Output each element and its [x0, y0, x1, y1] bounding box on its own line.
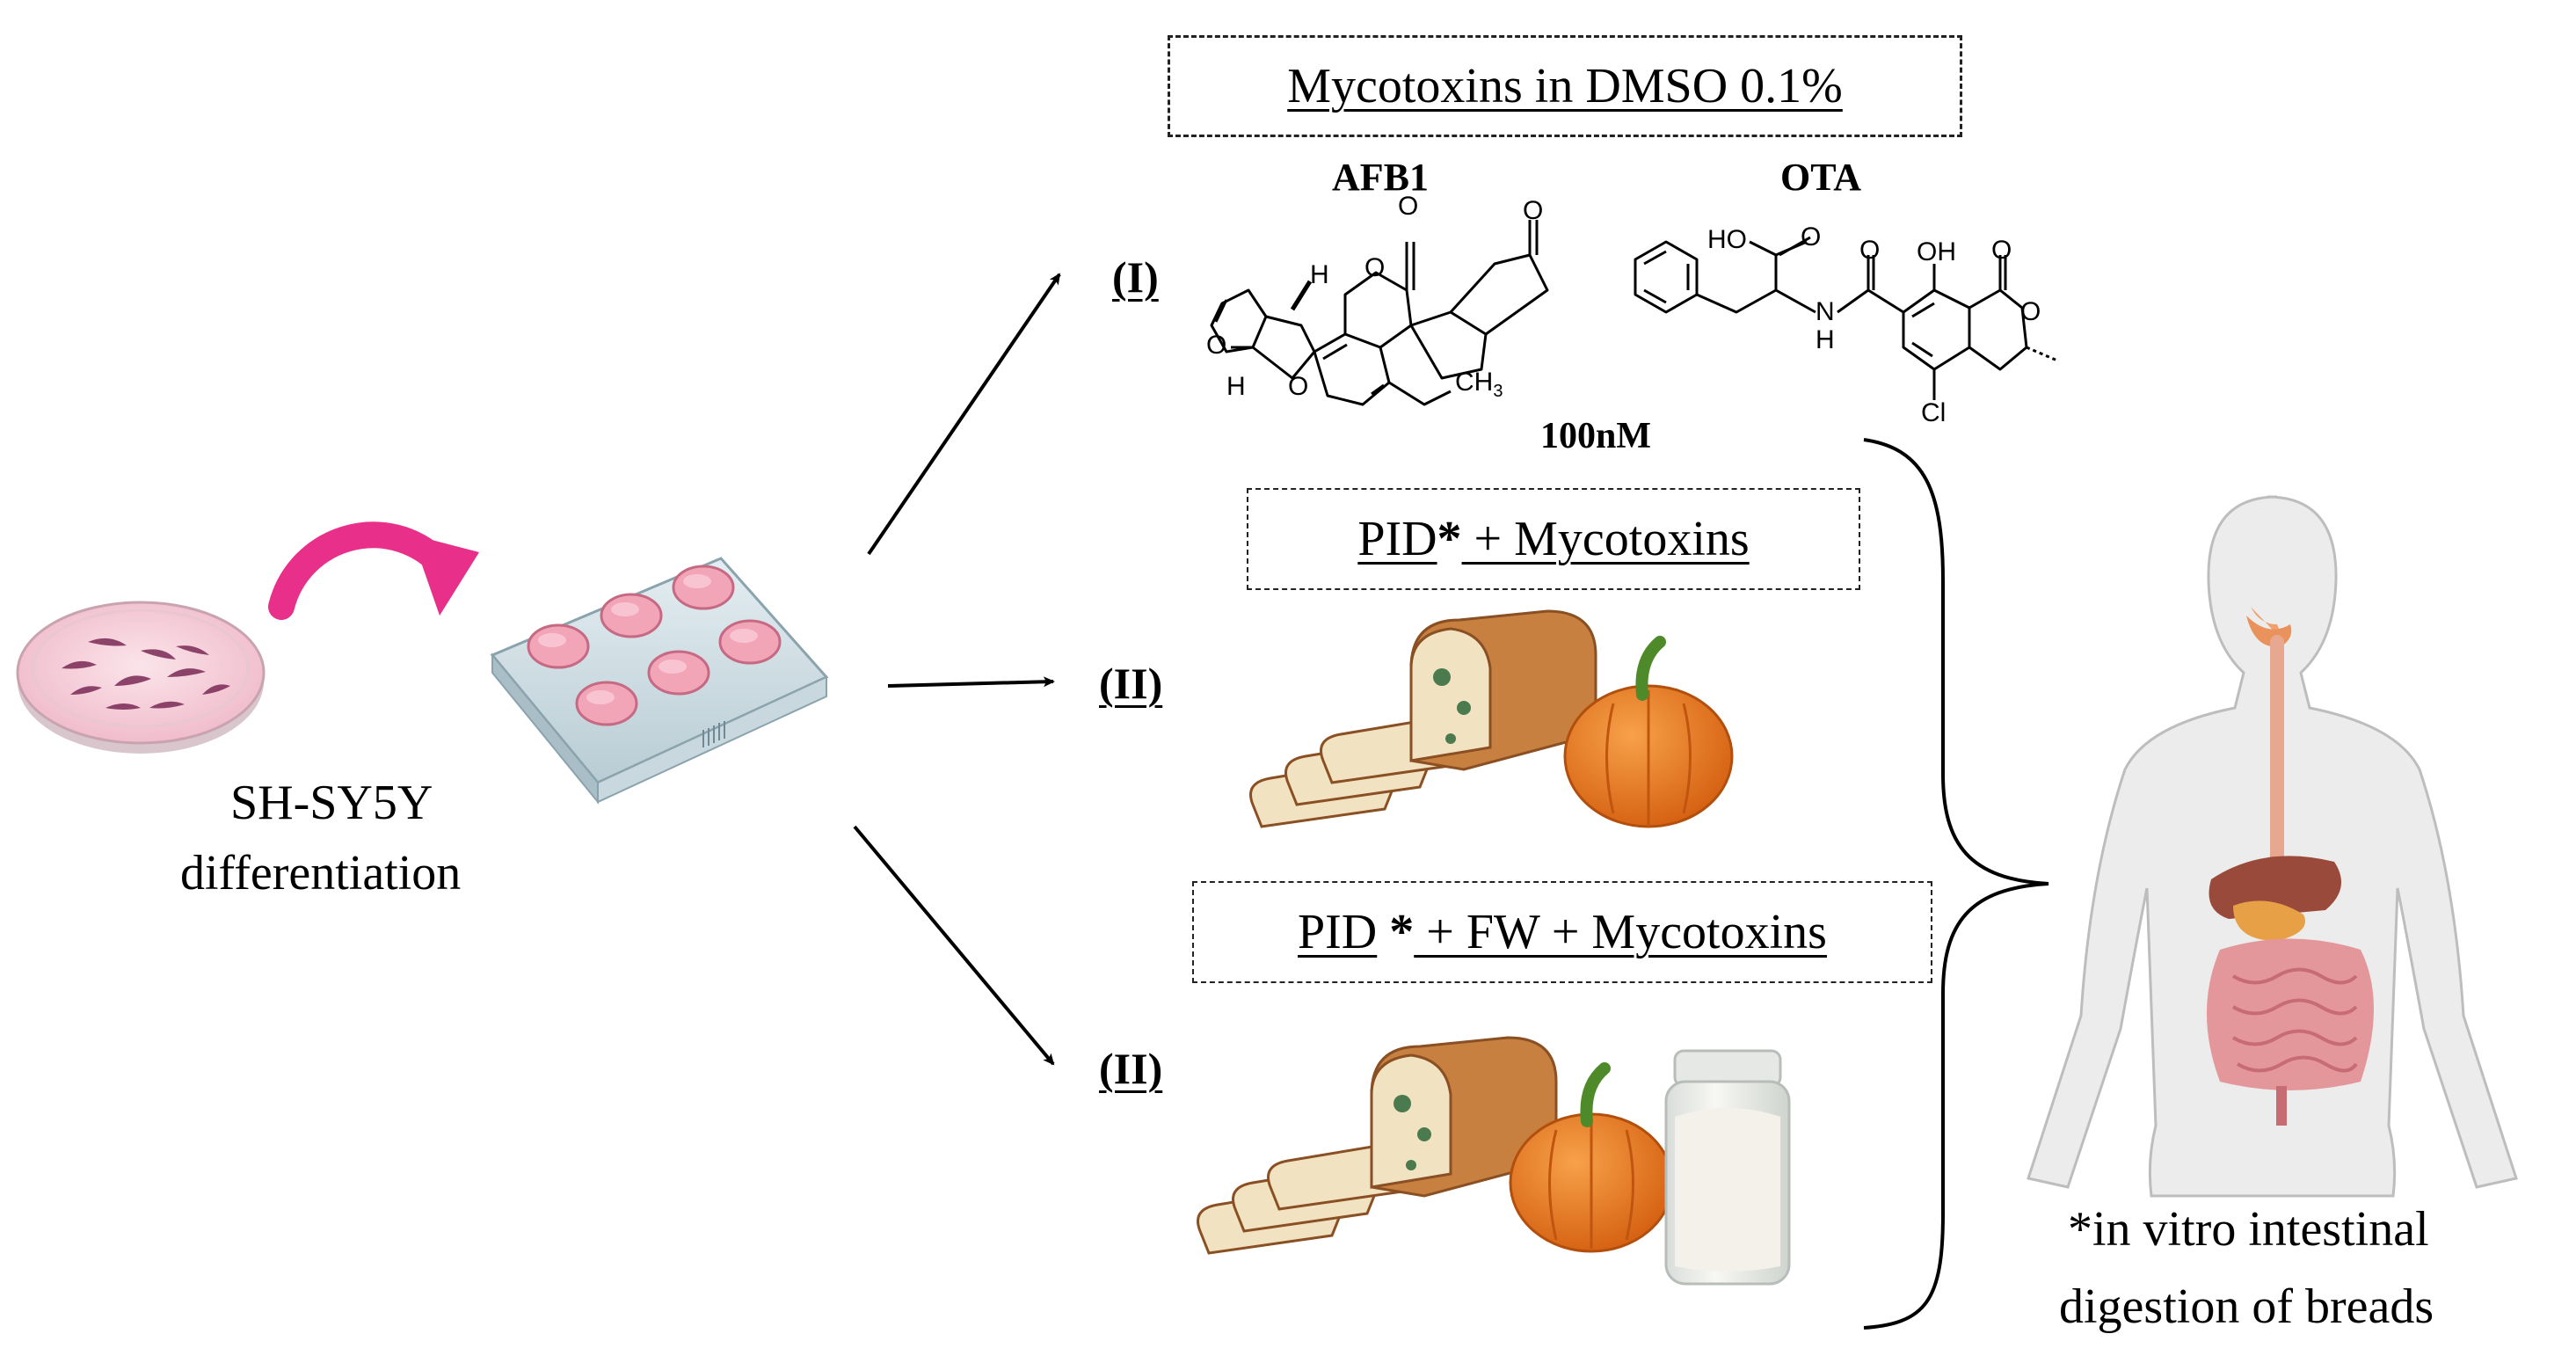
afb1-atom-o4: O: [1206, 331, 1227, 360]
ota-atom-o-amide: O: [1859, 236, 1881, 265]
condition-2-pid: PID: [1357, 512, 1437, 566]
cell-line-sublabel: differentiation: [180, 846, 462, 900]
afb1-atom-o5: O: [1288, 372, 1309, 401]
condition-1-numeral: (I): [1112, 252, 1159, 302]
condition-3-box: PID * + FW + Mycotoxins: [1192, 881, 1932, 983]
afb1-atom-o3: O: [1364, 253, 1386, 282]
well-plate-icon: [490, 557, 829, 805]
mycotoxins-box: Mycotoxins in DMSO 0.1%: [1168, 35, 1962, 137]
condition-2-numeral: (II): [1099, 659, 1163, 708]
condition-2-box: PID* + Mycotoxins: [1247, 488, 1860, 590]
condition-3-rest: + FW + Mycotoxins: [1414, 905, 1827, 959]
condition-3-numeral: (II): [1099, 1044, 1163, 1093]
cell-line-label: SH-SY5Y: [230, 776, 433, 830]
bread-pumpkin-flour-icon: [1197, 1036, 1791, 1286]
branch-arrows: [853, 273, 1061, 1066]
afb1-atom-h1: H: [1310, 260, 1329, 289]
condition-2-rest: + Mycotoxins: [1461, 512, 1750, 566]
afb1-atom-o2: O: [1523, 196, 1544, 225]
ota-atom-h: H: [1816, 325, 1835, 354]
petri-dish-icon: [16, 601, 266, 754]
afb1-name: AFB1: [1332, 156, 1429, 199]
brace-icon: [1863, 438, 2049, 1330]
ota-atom-o-acid: O: [1801, 222, 1822, 251]
condition-3-star: *: [1377, 905, 1415, 959]
footnote-line-1: *in vitro intestinal: [2068, 1202, 2429, 1257]
concentration-label: 100nM: [1540, 416, 1651, 456]
ota-atom-cl: Cl: [1921, 398, 1947, 427]
afb1-structure: [1210, 220, 1549, 406]
transfer-arrow-icon: [268, 521, 479, 620]
bread-pumpkin-icon: [1249, 609, 1734, 828]
condition-3-pid: PID: [1298, 905, 1378, 959]
condition-2-star: *: [1437, 512, 1462, 566]
ota-name: OTA: [1780, 156, 1862, 199]
ota-atom-o-ring: O: [2020, 297, 2041, 326]
afb1-atom-o1: O: [1398, 192, 1419, 221]
afb1-methyl: CH3: [1455, 368, 1503, 401]
arrow-to-condition-3: [853, 825, 1055, 1066]
ota-atom-ho: HO: [1707, 225, 1747, 254]
mycotoxins-box-label: Mycotoxins in DMSO 0.1%: [1287, 59, 1843, 113]
arrow-to-condition-2: [887, 676, 1055, 688]
afb1-atom-h2: H: [1226, 372, 1246, 401]
human-digestive-system-icon: [2027, 495, 2518, 1198]
ota-structure: [1634, 236, 2058, 400]
ota-atom-o-lactone: O: [1991, 236, 2012, 265]
ota-atom-n: N: [1816, 297, 1835, 326]
ota-atom-oh: OH: [1917, 237, 1956, 266]
arrow-to-condition-1: [867, 273, 1061, 556]
footnote-line-2: digestion of breads: [2059, 1279, 2434, 1334]
